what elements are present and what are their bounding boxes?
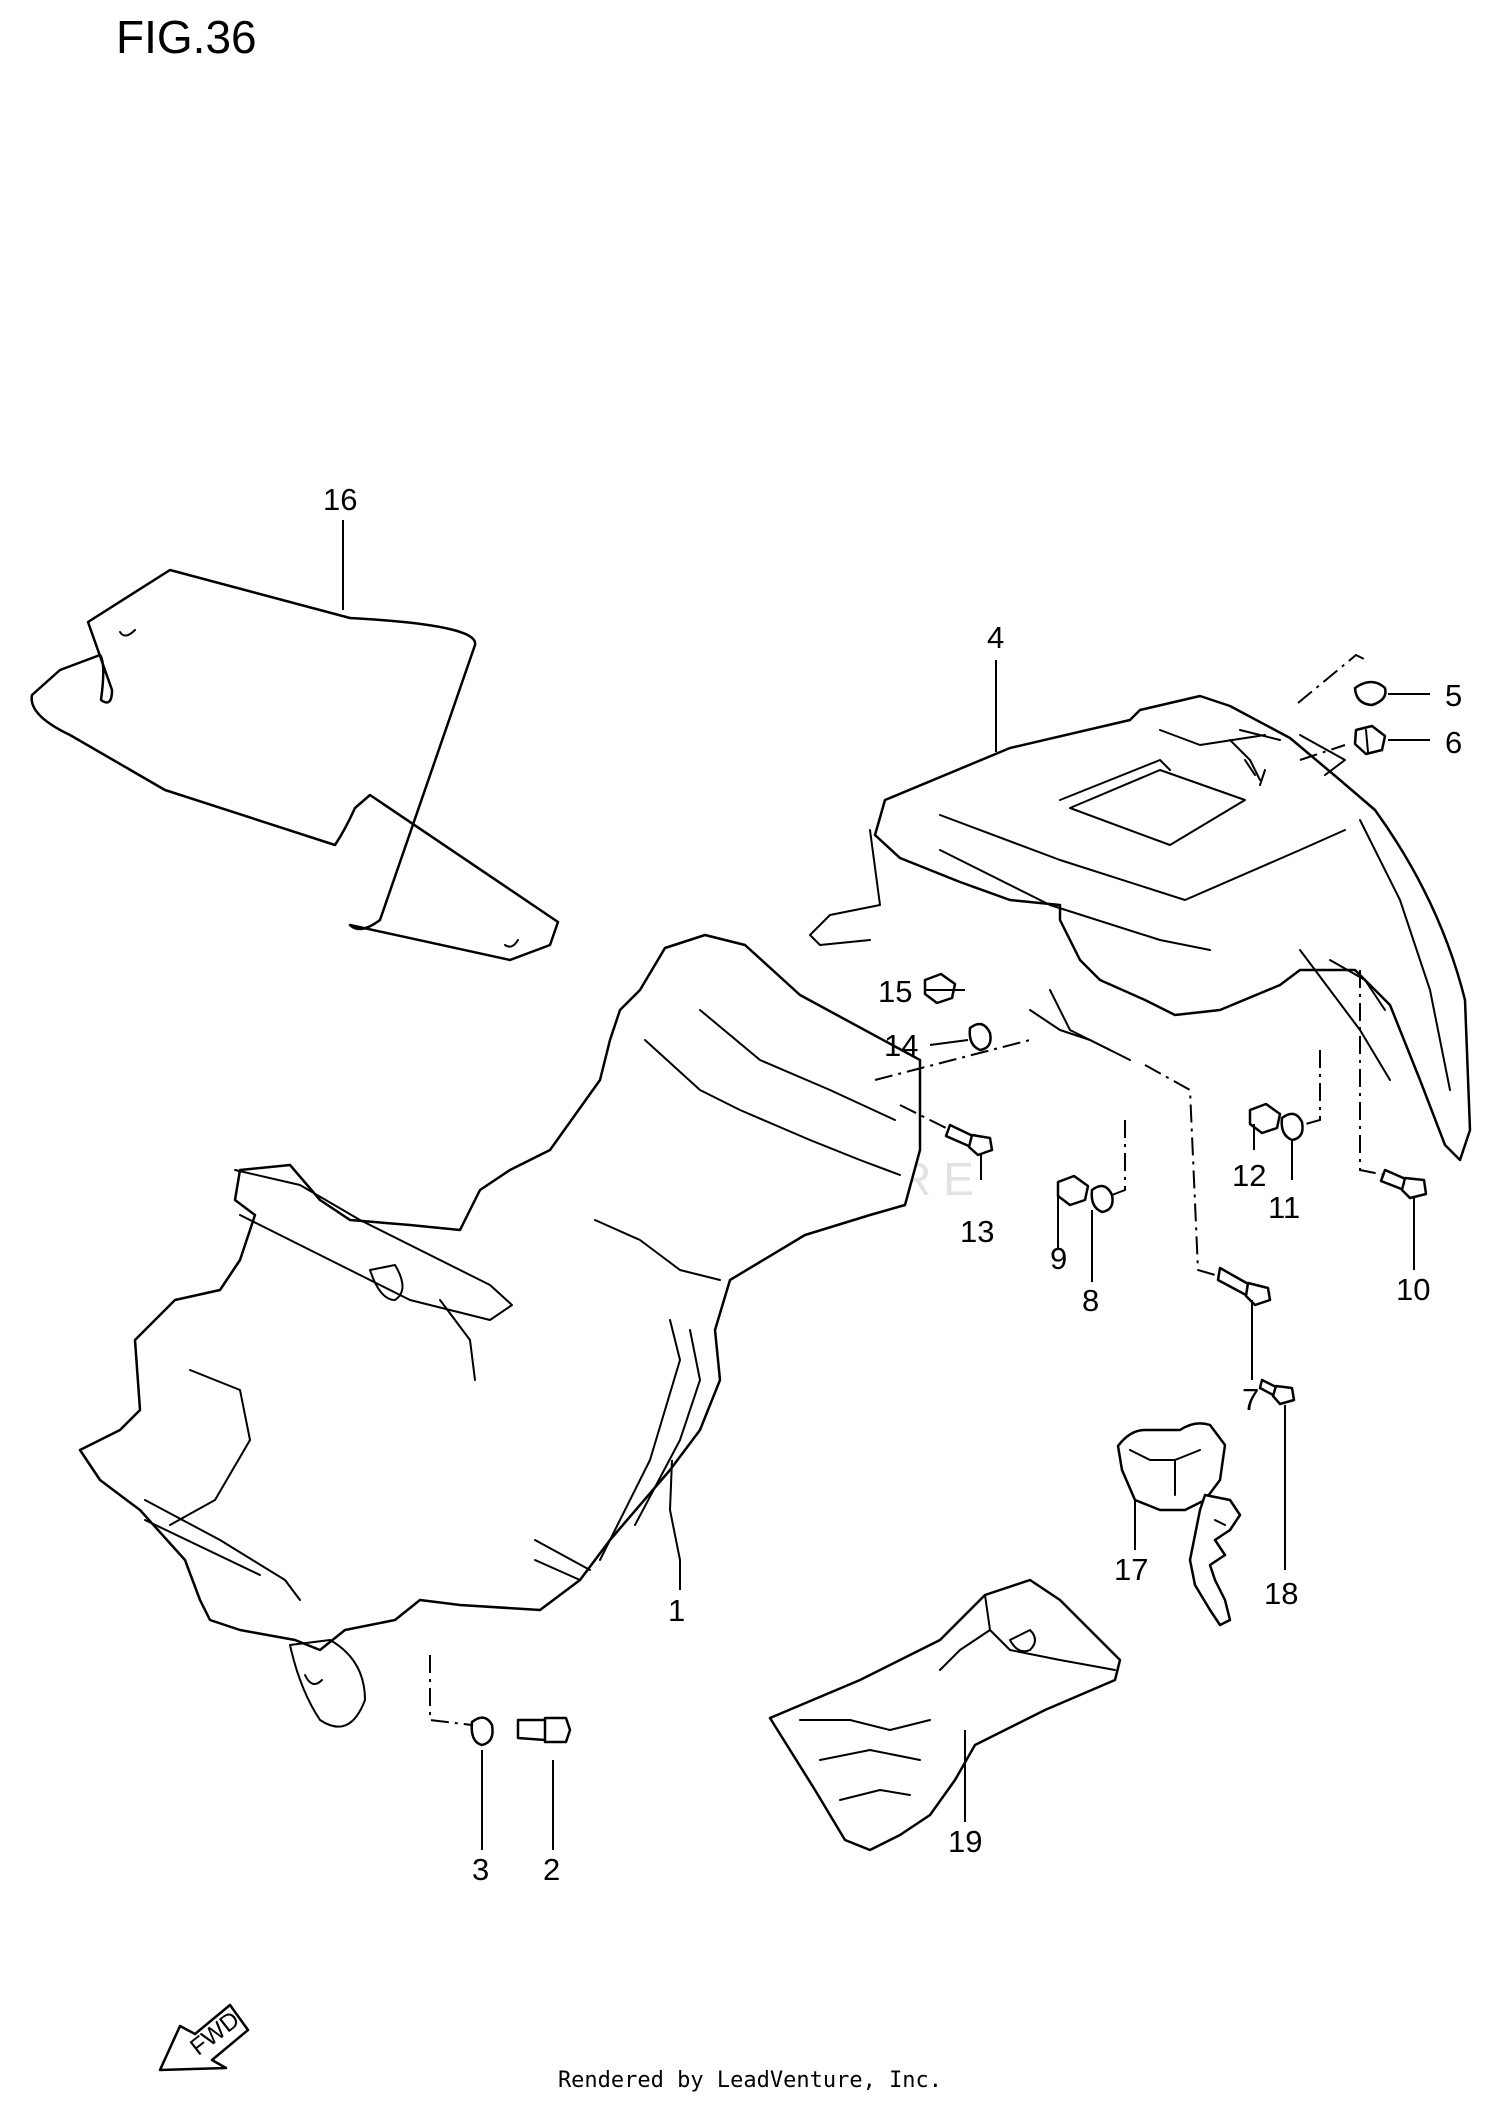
- callout-2[interactable]: 2: [543, 1852, 561, 1887]
- callout-17[interactable]: 17: [1114, 1552, 1149, 1587]
- callout-15[interactable]: 15: [878, 974, 913, 1009]
- part-18-screw[interactable]: [1258, 1378, 1296, 1406]
- callout-19[interactable]: 19: [948, 1824, 983, 1859]
- fwd-arrow-icon: [158, 2003, 250, 2072]
- assembly-lines: [429, 653, 1386, 1726]
- part-13-bolt[interactable]: [944, 1123, 994, 1157]
- callout-14[interactable]: 14: [884, 1028, 919, 1063]
- part-11-washer[interactable]: [1280, 1112, 1304, 1142]
- callout-10[interactable]: 10: [1396, 1272, 1431, 1307]
- figure-title: FIG.36: [116, 11, 257, 63]
- part-16-heat-shield[interactable]: [30, 568, 560, 962]
- leader-lines: [342, 520, 1430, 1850]
- part-10-bolt[interactable]: [1379, 1168, 1428, 1200]
- part-17-seat-lock[interactable]: [1116, 1422, 1242, 1627]
- part-14-washer[interactable]: [968, 1022, 992, 1052]
- part-5-grommet[interactable]: [1353, 680, 1387, 707]
- callout-11[interactable]: 11: [1268, 1190, 1301, 1225]
- part-15-nut[interactable]: [923, 972, 957, 1005]
- callout-9[interactable]: 9: [1050, 1241, 1068, 1276]
- callout-13[interactable]: 13: [960, 1214, 995, 1249]
- part-9-nut[interactable]: [1056, 1174, 1090, 1207]
- callout-12[interactable]: 12: [1232, 1158, 1267, 1193]
- callout-1[interactable]: 1: [668, 1593, 686, 1628]
- part-19-tool-bag[interactable]: [768, 1578, 1122, 1852]
- callout-5[interactable]: 5: [1445, 678, 1463, 713]
- part-8-washer[interactable]: [1090, 1184, 1114, 1214]
- part-6-nut[interactable]: [1353, 724, 1387, 756]
- callout-4[interactable]: 4: [987, 620, 1005, 655]
- part-7-bolt[interactable]: [1216, 1266, 1272, 1307]
- callout-3[interactable]: 3: [472, 1852, 490, 1887]
- part-3-washer[interactable]: [470, 1716, 494, 1747]
- callout-8[interactable]: 8: [1082, 1283, 1100, 1318]
- part-2-bolt[interactable]: [516, 1716, 572, 1744]
- callout-18[interactable]: 18: [1264, 1576, 1299, 1611]
- part-12-nut[interactable]: [1248, 1102, 1282, 1135]
- part-1-inner-fender[interactable]: [78, 933, 922, 1728]
- part-4-rear-fender[interactable]: [809, 694, 1472, 1162]
- callout-7[interactable]: 7: [1242, 1382, 1260, 1417]
- footer-credit: Rendered by LeadVenture, Inc.: [557, 2068, 943, 2093]
- callout-16[interactable]: 16: [323, 482, 358, 517]
- callout-6[interactable]: 6: [1445, 725, 1463, 760]
